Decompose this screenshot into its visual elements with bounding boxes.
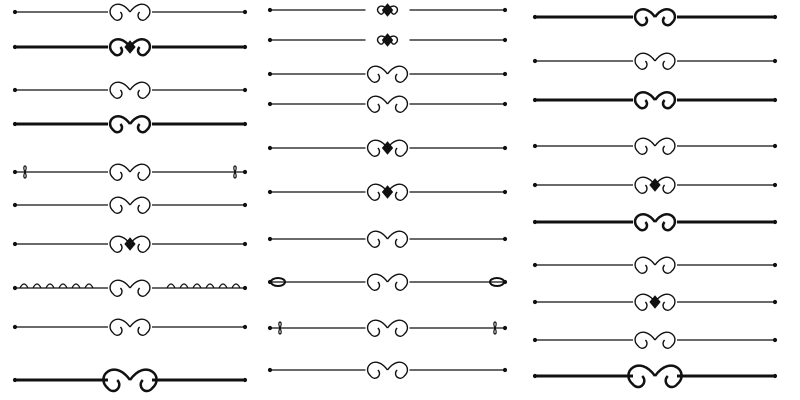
divider-bold-curl [532,364,778,389]
divider-u-loops [532,331,778,349]
divider-small-knot [267,3,508,17]
divider-double-loop [267,65,508,83]
divider-infinity-bracket [267,230,508,248]
divider-curl-diamond [267,183,508,201]
divider-loop-bracket [12,318,248,336]
divider-flourish-crown [12,3,248,21]
divider-fleur-ends-thin [267,319,508,337]
divider-fleur-ends [12,163,248,181]
divider-ball-ends-swirl [267,273,508,291]
divider-feather-bar [267,95,508,113]
divider-double-swirl [532,91,778,110]
divider-leaf-spray [12,196,248,214]
divider-wave-scallops [12,279,248,297]
divider-peak-loop [532,256,778,274]
divider-leaf-vine [12,81,248,99]
divider-swirl-pair [532,8,778,27]
divider-corner-curl [532,137,778,155]
divider-loop-knot [532,293,778,311]
divider-filigree-medallion [12,235,248,253]
divider-loop-swirl [532,52,778,70]
divider-tulip-scroll [12,115,248,134]
divider-bold-curl [12,368,248,393]
divider-heart-scroll [267,139,508,157]
divider-swirl-pair [532,213,778,232]
divider-diamond-chain [532,176,778,194]
divider-corner-swirls [267,361,508,379]
divider-small-knot [267,33,508,47]
divider-diamond-scroll [12,38,248,57]
